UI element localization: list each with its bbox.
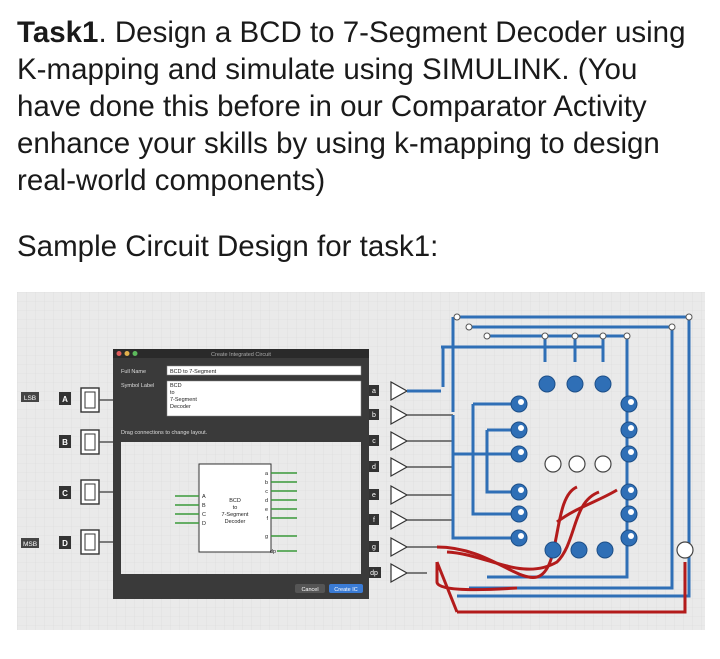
- input-d: MSB D: [21, 529, 117, 555]
- input-c: C: [59, 479, 117, 505]
- svg-text:e: e: [265, 507, 268, 513]
- svg-text:g: g: [265, 534, 268, 540]
- svg-text:f: f: [266, 516, 268, 522]
- svg-text:Cancel: Cancel: [301, 587, 318, 593]
- dialog-title: Create Integrated Circuit: [211, 352, 271, 358]
- svg-text:Create IC: Create IC: [334, 587, 358, 593]
- svg-text:dp: dp: [270, 549, 276, 555]
- svg-text:b: b: [372, 412, 376, 419]
- svg-text:Full Name: Full Name: [121, 369, 146, 375]
- svg-text:BCD to 7-Segment: BCD to 7-Segment: [170, 369, 217, 375]
- svg-text:d: d: [372, 464, 376, 471]
- svg-text:Decoder: Decoder: [225, 519, 246, 525]
- svg-text:D: D: [62, 539, 68, 548]
- svg-text:B: B: [202, 503, 206, 509]
- task-text: . Design a BCD to 7-Segment Decoder usin…: [17, 16, 686, 197]
- create-ic-dialog: Create Integrated Circuit Full Name BCD …: [113, 349, 369, 599]
- input-switches: LSB A B C MSB D: [21, 387, 117, 555]
- svg-text:b: b: [265, 480, 268, 486]
- create-ic-button[interactable]: [329, 584, 363, 593]
- svg-text:Decoder: Decoder: [170, 404, 191, 410]
- svg-text:BCD: BCD: [170, 383, 182, 389]
- svg-text:A: A: [62, 395, 68, 404]
- svg-text:e: e: [372, 492, 376, 499]
- task-paragraph: Task1. Design a BCD to 7-Segment Decoder…: [17, 14, 707, 199]
- svg-text:d: d: [265, 498, 268, 504]
- svg-text:7-Segment: 7-Segment: [222, 512, 249, 518]
- svg-text:f: f: [373, 517, 375, 524]
- svg-text:c: c: [265, 489, 268, 495]
- svg-text:to: to: [170, 390, 175, 396]
- ic-body: [198, 463, 272, 553]
- dialog-hint: Drag connections to change layout.: [121, 430, 208, 436]
- sample-heading: Sample Circuit Design for task1:: [17, 230, 439, 263]
- red-wires: [435, 485, 687, 614]
- task-label: Task1: [17, 16, 99, 49]
- symbol-label-field[interactable]: [166, 380, 362, 417]
- svg-text:C: C: [62, 489, 68, 498]
- svg-text:g: g: [372, 544, 376, 551]
- input-b: B: [59, 429, 117, 455]
- svg-text:dp: dp: [370, 570, 378, 577]
- svg-text:c: c: [372, 438, 376, 445]
- svg-text:B: B: [62, 438, 68, 447]
- output-buffers: a b c d e f g: [367, 380, 453, 584]
- lsb-tag: LSB: [24, 395, 36, 402]
- svg-text:to: to: [233, 505, 238, 511]
- svg-text:a: a: [372, 388, 376, 395]
- svg-text:C: C: [202, 512, 206, 518]
- circuit-figure: LSB A B C MSB D: [17, 292, 705, 630]
- svg-text:D: D: [202, 521, 206, 527]
- full-name-field[interactable]: [166, 365, 362, 376]
- svg-text:7-Segment: 7-Segment: [170, 397, 197, 403]
- cancel-button[interactable]: [295, 584, 325, 593]
- svg-text:BCD: BCD: [229, 498, 241, 504]
- svg-text:A: A: [202, 494, 206, 500]
- svg-text:Symbol Label: Symbol Label: [121, 383, 154, 389]
- svg-text:a: a: [265, 471, 269, 477]
- msb-tag: MSB: [23, 541, 37, 548]
